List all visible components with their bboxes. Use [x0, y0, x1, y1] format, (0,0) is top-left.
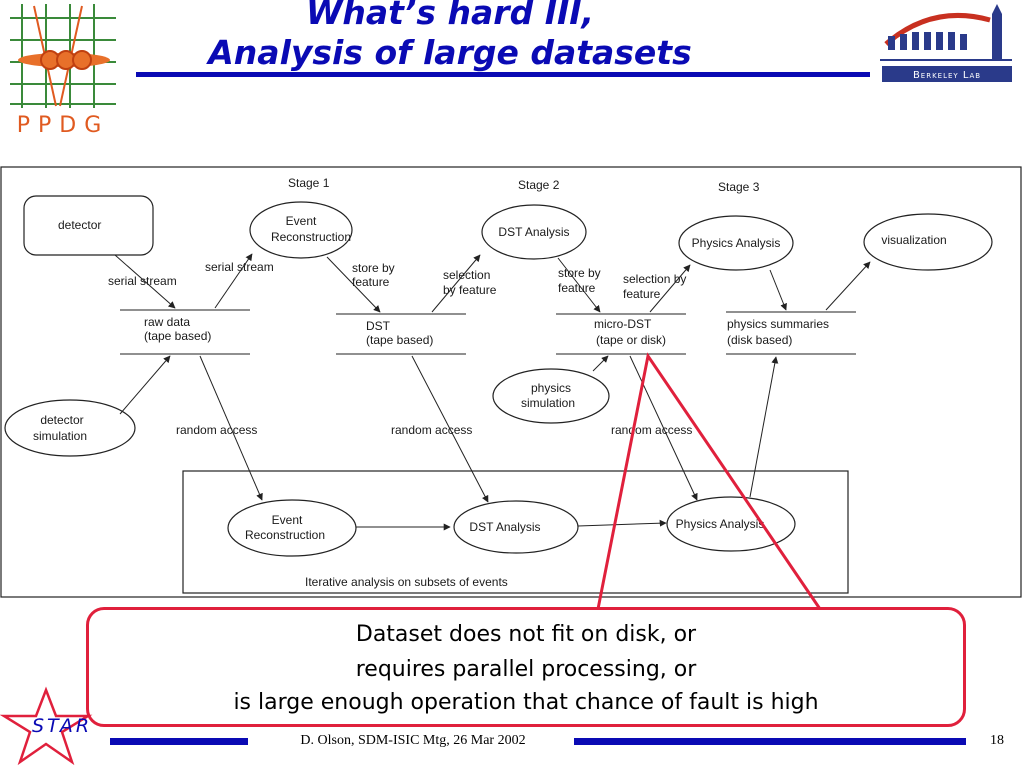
edge-label-selection-1b: by feature — [443, 283, 497, 297]
slide-title-line-1: What’s hard III, — [305, 0, 595, 32]
visualization-node — [863, 213, 993, 271]
edge-label-random-access-1: random access — [176, 423, 257, 437]
footer-bar-right — [574, 738, 966, 745]
dst-analysis-node — [481, 204, 587, 260]
dst-store-label-2: (tape based) — [366, 333, 433, 347]
callout-line-1: Dataset does not fit on disk, or — [355, 622, 697, 647]
edge-raw-to-iter-reco — [199, 355, 263, 501]
analysis-flow-diagram: Stage 1 Stage 2 Stage 3 detector Event R… — [0, 166, 1022, 598]
detector-node-label: detector — [58, 218, 101, 232]
iterative-dst-analysis-label: DST Analysis — [469, 520, 540, 534]
iterative-event-reconstruction-label-1: Event — [272, 513, 303, 527]
event-reconstruction-label-1: Event — [286, 214, 317, 228]
footer-text: D. Olson, SDM-ISIC Mtg, 26 Mar 2002 — [300, 733, 526, 748]
iterative-dst-analysis-node — [453, 500, 579, 554]
callout-line-3: is large enough operation that chance of… — [233, 690, 819, 715]
edge-detector-sim-to-raw — [119, 355, 171, 415]
berkeley-lab-logo: Berkeley Lab — [880, 4, 1012, 82]
diagram-frame — [0, 166, 1022, 598]
edge-label-selection-2a: selection by — [623, 272, 686, 286]
dst-store-label-1: DST — [366, 319, 391, 333]
physics-analysis-label: Physics Analysis — [692, 236, 781, 250]
edge-label-serial-stream-1: serial stream — [108, 274, 177, 288]
detector-node — [23, 195, 154, 256]
stage-1-label: Stage 1 — [288, 176, 330, 190]
raw-data-store-label-2: (tape based) — [144, 329, 211, 343]
micro-dst-store-label-2: (tape or disk) — [596, 333, 666, 347]
edge-label-store-by-1a: store by — [352, 261, 395, 275]
edge-raw-to-event-reco — [214, 253, 253, 309]
edge-label-random-access-3: random access — [611, 423, 692, 437]
edge-event-reco-to-dst — [326, 256, 381, 313]
edge-detector-to-raw — [114, 254, 176, 309]
edge-label-selection-2b: feature — [623, 287, 661, 301]
visualization-label: visualization — [881, 233, 946, 247]
stage-3-label: Stage 3 — [718, 180, 760, 194]
edge-dst-to-iter-dst — [411, 355, 489, 503]
star-logo: STAR — [0, 686, 93, 766]
raw-data-store-label-1: raw data — [144, 315, 190, 329]
edge-dst-analysis-to-micro — [557, 257, 601, 313]
event-reconstruction-label-2: Reconstruction — [271, 230, 351, 244]
edge-summaries-to-visualization — [825, 261, 871, 311]
physics-simulation-label-2: simulation — [521, 396, 575, 410]
detector-simulation-label-2: simulation — [33, 429, 87, 443]
edge-label-store-by-1b: feature — [352, 275, 390, 289]
slide-title-line-2: Analysis of large datasets — [208, 33, 692, 72]
iterative-analysis-label: Iterative analysis on subsets of events — [305, 575, 508, 589]
callout-line-2: requires parallel processing, or — [355, 657, 697, 682]
iterative-physics-analysis-label: Physics Analysis — [676, 517, 765, 531]
stage-2-label: Stage 2 — [518, 178, 560, 192]
physics-summaries-store-label-2: (disk based) — [727, 333, 792, 347]
iterative-event-reconstruction-node — [227, 499, 357, 557]
micro-dst-store-label-1: micro-DST — [594, 317, 652, 331]
edge-label-serial-stream-2: serial stream — [205, 260, 274, 274]
dst-analysis-label: DST Analysis — [498, 225, 569, 239]
title-underline — [136, 72, 870, 77]
page-number: 18 — [990, 733, 1004, 748]
detector-simulation-node — [4, 399, 136, 457]
edge-label-store-by-2a: store by — [558, 266, 601, 280]
edge-physics-to-summaries — [769, 269, 787, 311]
ppdg-logo: PPDG — [10, 4, 116, 138]
callout-box: Dataset does not fit on disk, or require… — [86, 607, 966, 727]
physics-analysis-node — [678, 215, 794, 271]
star-logo-text: STAR — [32, 715, 92, 737]
berkeley-lab-logo-text: Berkeley Lab — [913, 70, 981, 81]
footer-bar-left — [110, 738, 248, 745]
edge-label-random-access-2: random access — [391, 423, 472, 437]
iterative-event-reconstruction-label-2: Reconstruction — [245, 528, 325, 542]
edge-label-selection-1a: selection — [443, 268, 490, 282]
physics-summaries-store-label-1: physics summaries — [727, 317, 829, 331]
event-reconstruction-node — [249, 201, 353, 259]
edge-label-store-by-2b: feature — [558, 281, 596, 295]
detector-simulation-label-1: detector — [40, 413, 83, 427]
iterative-analysis-box — [182, 470, 849, 594]
edge-micro-to-physics — [649, 264, 691, 313]
edge-dst-to-dst-analysis — [431, 254, 481, 313]
ppdg-logo-text: PPDG — [17, 113, 110, 138]
physics-simulation-label-1: physics — [531, 381, 571, 395]
